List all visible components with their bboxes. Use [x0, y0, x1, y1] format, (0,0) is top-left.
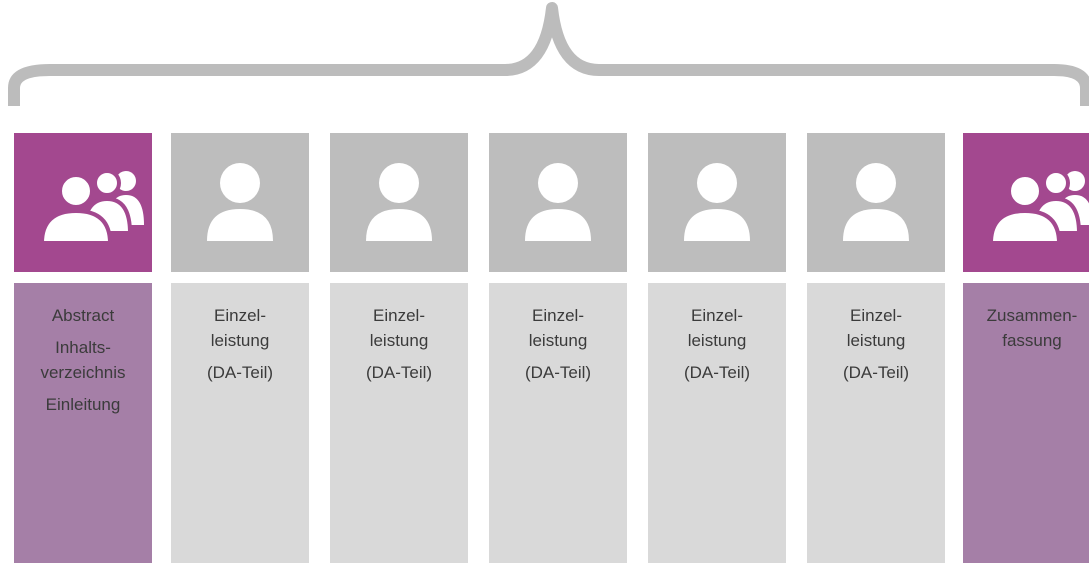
column-text-line: Einleitung — [45, 395, 121, 414]
column-text-line: Abstract — [51, 306, 115, 325]
column-text-line: Einzel- — [373, 306, 425, 325]
column-individual-3: Einzel- leistung (DA-Teil) — [489, 133, 627, 563]
column-body: Einzel- leistung (DA-Teil) — [489, 283, 627, 563]
column-text-line: Inhalts- — [55, 338, 111, 357]
column-text-line: (DA-Teil) — [206, 363, 274, 382]
column-header — [963, 133, 1089, 272]
column-text-line: Einzel- — [850, 306, 902, 325]
column-text-line: leistung — [528, 331, 588, 350]
column-individual-1: Einzel- leistung (DA-Teil) — [171, 133, 309, 563]
column-text-line: leistung — [687, 331, 747, 350]
column-body: Zusammen- fassung — [963, 283, 1089, 563]
column-individual-2: Einzel- leistung (DA-Teil) — [330, 133, 468, 563]
column-header — [330, 133, 468, 272]
column-text-line: (DA-Teil) — [524, 363, 592, 382]
column-header — [14, 133, 152, 272]
column-text-line: (DA-Teil) — [842, 363, 910, 382]
column-body: Einzel- leistung (DA-Teil) — [648, 283, 786, 563]
group-icon — [39, 169, 144, 245]
column-body: Einzel- leistung (DA-Teil) — [807, 283, 945, 563]
column-text-line: Zusammen- — [986, 306, 1078, 325]
person-icon — [684, 163, 750, 241]
column-header — [807, 133, 945, 272]
person-icon — [207, 163, 273, 241]
person-icon — [843, 163, 909, 241]
column-individual-5: Einzel- leistung (DA-Teil) — [807, 133, 945, 563]
column-header — [648, 133, 786, 272]
person-icon — [525, 163, 591, 241]
column-text-line: leistung — [210, 331, 270, 350]
column-text-line: leistung — [369, 331, 429, 350]
column-text-line: fassung — [1002, 331, 1062, 350]
person-icon — [366, 163, 432, 241]
column-text-line: leistung — [846, 331, 906, 350]
column-body: Abstract Inhalts- verzeichnis Einleitung — [14, 283, 152, 563]
group-icon — [988, 169, 1089, 245]
column-text-line: Einzel- — [691, 306, 743, 325]
column-summary: Zusammen- fassung — [963, 133, 1089, 563]
column-body: Einzel- leistung (DA-Teil) — [330, 283, 468, 563]
column-body: Einzel- leistung (DA-Teil) — [171, 283, 309, 563]
column-individual-4: Einzel- leistung (DA-Teil) — [648, 133, 786, 563]
column-text-line: (DA-Teil) — [365, 363, 433, 382]
column-header — [171, 133, 309, 272]
curly-brace — [8, 2, 1089, 106]
column-text-line: Einzel- — [214, 306, 266, 325]
column-text-line: verzeichnis — [40, 363, 126, 382]
column-text-line: (DA-Teil) — [683, 363, 751, 382]
column-intro: Abstract Inhalts- verzeichnis Einleitung — [14, 133, 152, 563]
column-text-line: Einzel- — [532, 306, 584, 325]
column-header — [489, 133, 627, 272]
